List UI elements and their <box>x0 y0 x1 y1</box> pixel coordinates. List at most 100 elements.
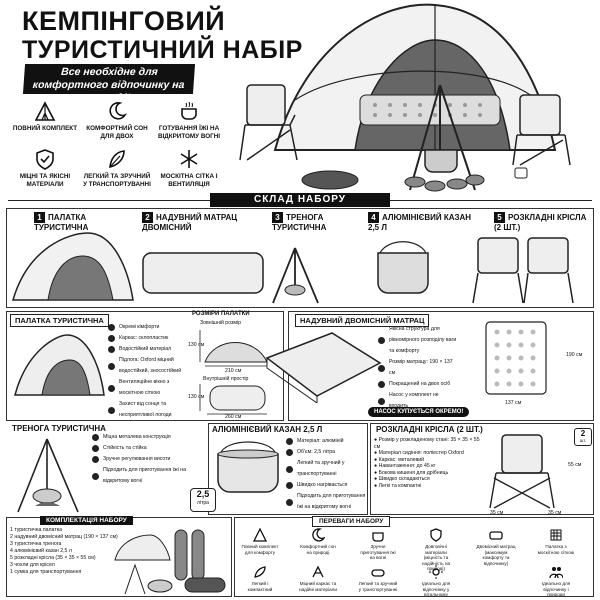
tent-illustration <box>14 334 105 396</box>
dim-label: 210 см <box>225 368 242 374</box>
advantage-item: Ідеально для відпочинку і природи <box>536 565 576 598</box>
advantage-item: Легкий та зручний у транспортуванні <box>358 565 398 592</box>
inner-size-label: Внутрішній простір <box>203 376 249 382</box>
moon-icon <box>106 100 128 122</box>
features-grid: ПОВНИЙ КОМПЛЕКТ КОМФОРТНИЙ СОН ДЛЯ ДВОХ … <box>10 100 230 192</box>
mattress-panel-title: НАДУВНИЙ ДВОМІСНИЙ МАТРАЦ <box>295 314 430 327</box>
tent-panel-title: ПАЛАТКА ТУРИСТИЧНА <box>10 314 109 327</box>
chairs-panel-title: РОЗКЛАДНІ КРІСЛА (2 ШТ.) <box>376 425 483 434</box>
item-name: РОЗКЛАДНІ КРІСЛА (2 ШТ.) <box>494 213 587 232</box>
feature-label: КОМФОРТНИЙ СОН ДЛЯ ДВОХ <box>86 125 148 140</box>
feature-label: ПОВНИЙ КОМПЛЕКТ <box>12 125 78 132</box>
chairs-count-badge: 2 шт. <box>574 428 592 446</box>
advantage-item: Міцний каркас та надійні матеріали <box>298 565 338 592</box>
bullet: Розмір матрацу: 190 × 137 см <box>378 357 458 379</box>
dim-label: 35 см <box>548 510 562 516</box>
bullet: ● Розмір у розкладеному стані: 35 × 35 ×… <box>374 437 480 450</box>
frame-icon <box>311 565 325 579</box>
mattress-icon <box>489 528 503 542</box>
feature-item: МІЦНІ ТА ЯКІСНІ МАТЕРІАЛИ <box>10 148 80 188</box>
pot-panel <box>208 423 368 515</box>
feature-label: ЛЕГКИЙ ТА ЗРУЧНИЙ У ТРАНСПОРТУВАННІ <box>83 173 151 188</box>
feather-icon <box>253 565 267 579</box>
sun-icon <box>429 565 443 579</box>
section-title: СКЛАД НАБОРУ <box>210 193 390 207</box>
dim-label: 137 см <box>505 400 522 406</box>
advantages-panel-title: ПЕРЕВАГИ НАБОРУ <box>312 516 391 527</box>
item-name: ТРЕНОГА ТУРИСТИЧНА <box>272 213 327 232</box>
cauldron-icon <box>371 528 385 542</box>
tripod-bullets: Міцна металева конструкція Стійкість та … <box>92 432 204 487</box>
list-item: 3 туристична тренога <box>10 541 62 547</box>
chairs-bullets: ● Розмір у розкладеному стані: 35 × 35 ×… <box>374 437 484 489</box>
snowflake-icon <box>178 148 200 170</box>
outer-size-label: Зовнішній розмір <box>200 320 242 326</box>
advantage-item: Палатка з москітною сіткою <box>536 528 576 555</box>
advantages-panel <box>234 517 594 597</box>
chairs-panel <box>370 423 594 515</box>
tent-bullets: Окремі кімфорти Каркас: склопластик Водо… <box>108 322 188 421</box>
bullet: Легкий та зручний у транспортуванні <box>286 458 366 480</box>
tripod-panel-title: ТРЕНОГА ТУРИСТИЧНА <box>12 424 106 433</box>
bullet: Підходить для приготування їжі на відкри… <box>286 491 366 513</box>
bullet: Захист від сонця та несприятливої погоди <box>108 399 188 421</box>
bullet: Підходить для приготування їжі на відкри… <box>92 465 204 487</box>
list-item: 1 туристична палатка <box>10 527 62 533</box>
tent-sizes-title: РОЗМІРИ ПАЛАТКИ <box>192 311 250 317</box>
kit-illustration <box>114 529 226 595</box>
page-title-line-2: ТУРИСТИЧНИЙ НАБІР <box>22 36 303 64</box>
pot-bullets: Матеріал: алюміній Об'єм: 2,5 літра Легк… <box>286 436 366 513</box>
net-icon <box>549 528 563 542</box>
shield-icon <box>429 528 443 542</box>
bullet: ● Каркас: металевий <box>374 456 425 463</box>
hero-camp-illustration <box>239 3 571 192</box>
feature-item: МОСКІТНА СІТКА І ВЕНТИЛЯЦІЯ <box>154 148 224 188</box>
advantage-item: Ідеально для відпочинку у вітальному <box>416 565 456 598</box>
bullet: Зручне регулювання висоти <box>92 454 204 465</box>
bullet: Міцна металева конструкція <box>92 432 204 443</box>
bullet: Швидко нагрівається <box>286 480 366 491</box>
feature-item: ЛЕГКИЙ ТА ЗРУЧНИЙ У ТРАНСПОРТУВАННІ <box>82 148 152 188</box>
advantage-item: Зручне приготування їжі на вогні <box>358 528 398 561</box>
mattress-illustration <box>265 332 382 403</box>
bullet: ● Швидко складаються <box>374 476 430 482</box>
tent-size-diagram <box>199 330 268 415</box>
bullet: Вентиляційне вікно з москітною сіткою <box>108 377 188 399</box>
mattress-bullets: Якісна структура для рівномірного розпод… <box>378 324 458 412</box>
item-name: АЛЮМІНІЄВИЙ КАЗАН 2,5 Л <box>368 213 472 232</box>
dim-label: 260 см <box>225 414 242 420</box>
items-row <box>6 208 594 308</box>
dim-label: 35 см <box>490 510 504 516</box>
bullet: Об'єм: 2,5 літра <box>286 447 366 458</box>
pot-panel-title: АЛЮМІНІЄВИЙ КАЗАН 2,5 Л <box>212 425 323 434</box>
bullet: Каркас: склопластик <box>108 333 188 344</box>
advantages-row-1: Повний комплект для комфорту Комфортний … <box>240 527 592 571</box>
dim-label: 130 см <box>188 342 205 348</box>
item-name: НАДУВНИЙ МАТРАЦ ДВОМІСНИЙ <box>142 213 238 232</box>
list-item: 2 надувний двомісний матрац (190 × 137 с… <box>10 534 118 540</box>
item-name: ПАЛАТКА ТУРИСТИЧНА <box>34 213 89 232</box>
list-item: 3 чохли для крісел <box>10 562 55 568</box>
kit-list: 1 туристична палатка 2 надувний двомісни… <box>10 527 130 576</box>
bullet: Стійкість та стійка <box>92 443 204 454</box>
bullet: ● Легкі та компактні <box>374 482 422 489</box>
mattress-top-view <box>485 321 547 395</box>
dim-label: 130 см <box>188 394 205 400</box>
bullet: Покращений на двох осіб <box>378 379 458 390</box>
tripod-illustration <box>17 438 79 513</box>
list-item: 1 сумка для транспортування <box>10 569 82 575</box>
list-item: 4 алюмінієвий казан 2,5 л <box>10 548 72 554</box>
advantage-item: Легкий і компактний <box>240 565 280 592</box>
advantage-item: Повний комплект для комфорту <box>240 527 280 555</box>
items-illustrations <box>12 232 574 304</box>
feature-item: КОМФОРТНИЙ СОН ДЛЯ ДВОХ <box>82 100 152 140</box>
bullet: Якісна структура для рівномірного розпод… <box>378 324 458 357</box>
cauldron-icon <box>178 100 200 122</box>
tent-icon <box>34 100 56 122</box>
feather-icon <box>106 148 128 170</box>
bullet: Підлога: Oxford міцний водостійкий, знос… <box>108 355 188 377</box>
pump-note: НАСОС КУПУЄТЬСЯ ОКРЕМО! <box>368 407 470 417</box>
dim-label: 55 см <box>568 462 582 468</box>
